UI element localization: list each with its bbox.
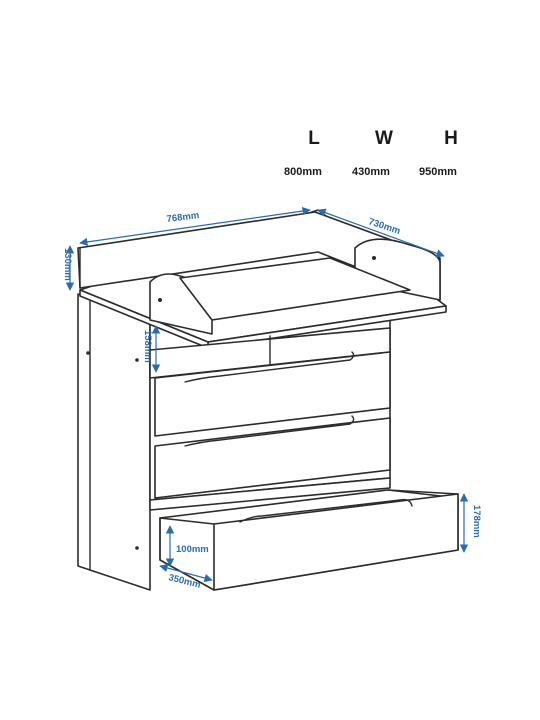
dim-top-length: 768mm — [166, 210, 200, 225]
header-length: L — [308, 128, 320, 149]
drawer-2 — [154, 351, 391, 437]
dim-drawer-depth: 100mm — [176, 544, 209, 555]
dim-bottom-drawer-height: 178mm — [471, 505, 482, 538]
dim-line-drawer-offset — [159, 563, 213, 583]
cabinet-side-panel — [77, 293, 151, 591]
header-height: H — [444, 128, 458, 149]
dim-line-top-length — [79, 206, 311, 247]
value-width: 430mm — [352, 166, 390, 178]
value-length: 800mm — [284, 166, 322, 178]
open-drawer-front — [213, 493, 459, 591]
header-width: W — [375, 128, 393, 149]
dim-top-drawer-height: 158mm — [142, 330, 153, 363]
dim-guard-height: 130mm — [62, 248, 73, 281]
drawer-3 — [154, 417, 391, 499]
value-height: 950mm — [419, 166, 457, 178]
dim-line-top-width — [317, 208, 445, 258]
